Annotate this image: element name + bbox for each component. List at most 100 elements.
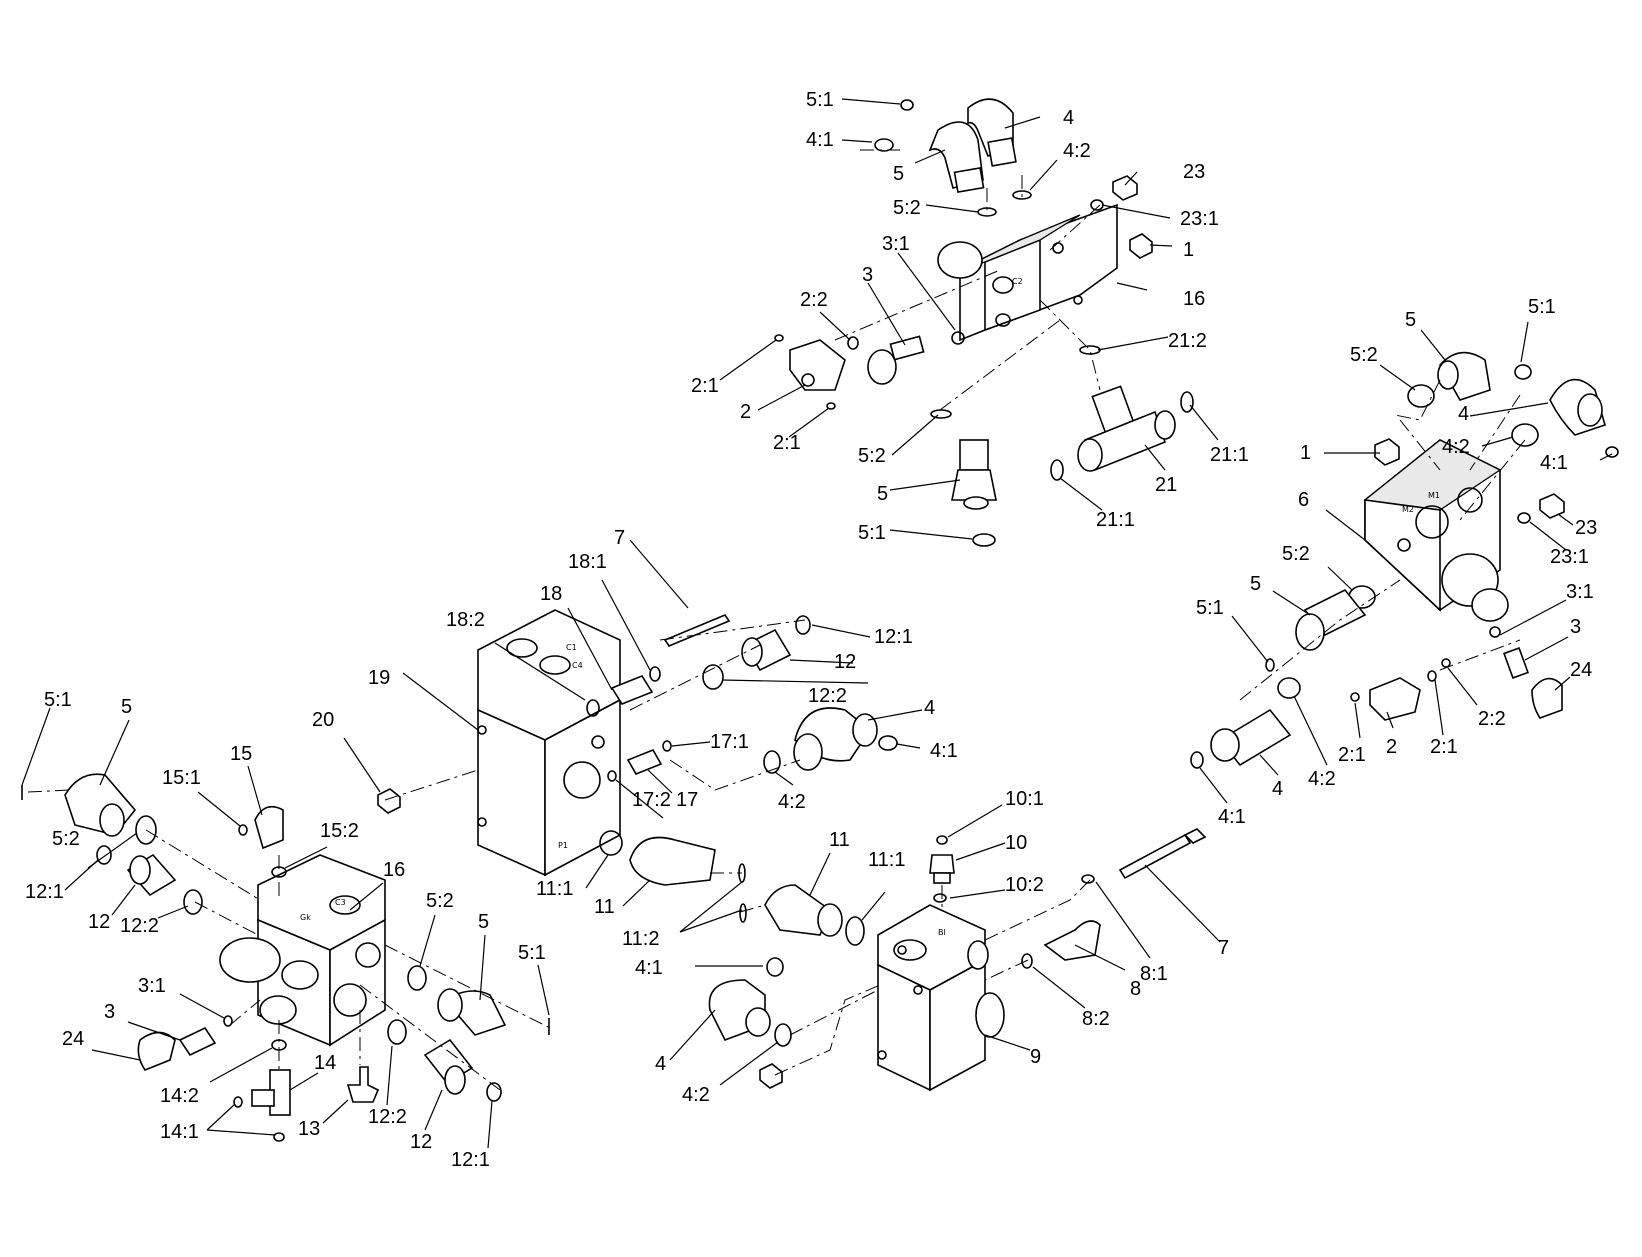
fitting-12-left [126, 853, 177, 897]
callout-label: 5:1 [858, 522, 886, 544]
callout-label: 21:1 [1096, 509, 1135, 531]
callout-label: 23 [1183, 161, 1205, 183]
callout-label: 2:1 [1338, 744, 1366, 766]
block-marking: C4 [572, 661, 583, 670]
elbow-fitting-4-bottom [708, 979, 771, 1042]
o-ring-2-2 [847, 336, 859, 350]
callout-label: 8:1 [1140, 963, 1168, 985]
callout-label: 1 [1300, 442, 1311, 464]
o-ring-12-1-l [96, 845, 112, 865]
callout-labels: 5:1 4:1 5 4 4:2 23 5:2 23:1 1 3:1 16 3 2… [25, 89, 1597, 1171]
o-ring-2-1-r-b [1427, 670, 1437, 682]
callout-label: 14:2 [160, 1085, 199, 1107]
o-ring-15-1 [238, 824, 248, 836]
callout-label: 5:1 [44, 689, 72, 711]
callout-label: 11 [829, 829, 850, 851]
callout-label: 4 [924, 697, 935, 719]
tee-fitting-2-right [1369, 677, 1421, 721]
elbow-fitting-4-top [967, 98, 1017, 167]
elbow-fitting-11-center [629, 836, 716, 886]
o-ring-17-2 [607, 770, 617, 782]
o-ring-5-2-lr [407, 965, 427, 991]
bolt-7-bottom [1118, 833, 1192, 880]
block-marking: Gk [300, 913, 311, 922]
fitting-5-lower-top [951, 439, 997, 510]
o-ring-5-1-r2 [1265, 658, 1275, 672]
o-ring-5-1-r [1514, 364, 1532, 380]
manifold-block-16-left: C3 Gk [219, 854, 386, 1047]
plug-1-top [1129, 233, 1153, 259]
tee-fitting-21 [1077, 385, 1176, 472]
callout-label: 8:2 [1082, 1008, 1110, 1030]
callout-label: 1 [1183, 239, 1194, 261]
callout-label: 5:2 [1282, 543, 1310, 565]
o-ring-4-1-r [1605, 446, 1619, 458]
plug-1-right [1374, 438, 1400, 466]
callout-label: 2 [740, 401, 751, 423]
elbow-fitting-11-bottom [764, 884, 843, 937]
o-ring-4-2-r [1511, 423, 1539, 447]
callout-label: 10:2 [1005, 874, 1044, 896]
callout-label: 5 [478, 911, 489, 933]
fitting-12-center [741, 628, 792, 672]
o-ring-21-1-right [1180, 391, 1194, 413]
callout-label: 15:1 [162, 767, 201, 789]
o-ring-4-2 [1012, 190, 1032, 200]
o-ring-4-2-r2 [1277, 677, 1301, 699]
callout-label: 8 [1130, 978, 1141, 1000]
callout-label: 3:1 [882, 233, 910, 255]
manifold-block-9: Bl [877, 904, 1005, 1092]
o-ring-12-2-l [183, 889, 203, 915]
assembly-bottom-center: Bl [708, 828, 1207, 1092]
callout-label: 12:1 [874, 626, 913, 648]
callout-label: 14 [314, 1052, 336, 1074]
fitting-5-right-lower [1295, 588, 1367, 651]
callout-label: 12 [410, 1131, 432, 1153]
callout-label: 5:1 [806, 89, 834, 111]
callout-label: 21:2 [1168, 330, 1207, 352]
callout-label: 3 [1570, 616, 1581, 638]
callout-label: 2:1 [691, 375, 719, 397]
callout-label: 3:1 [1566, 581, 1594, 603]
callout-label: 13 [298, 1118, 320, 1140]
callout-label: 4 [1063, 107, 1074, 129]
callout-label: 3 [104, 1001, 115, 1023]
callout-label: 24 [1570, 659, 1592, 681]
callout-label: 5:1 [1528, 296, 1556, 318]
callout-label: 5:2 [858, 445, 886, 467]
o-ring-11-2-b [739, 903, 747, 923]
o-ring-3-1-l [223, 1015, 233, 1027]
o-ring-4-1 [874, 138, 894, 152]
callout-label: 4:1 [1218, 806, 1246, 828]
fitting-18 [610, 675, 654, 705]
callout-label: 16 [383, 859, 405, 881]
callout-label: 21 [1155, 474, 1177, 496]
block-marking: M1 [1428, 491, 1440, 500]
callout-label: 5:1 [1196, 597, 1224, 619]
o-ring-21-1-left [1050, 459, 1064, 481]
callout-label: 7 [614, 527, 625, 549]
callout-label: 5:1 [518, 942, 546, 964]
elbow-fitting-5-left-right [437, 988, 507, 1036]
callout-label: 2:1 [1430, 736, 1458, 758]
callout-label: 5 [1405, 309, 1416, 331]
elbow-fitting-5-right [1437, 351, 1491, 401]
block-marking: C2 [1012, 277, 1023, 286]
callout-label: 5 [877, 483, 888, 505]
callout-label: 18:1 [568, 551, 607, 573]
callout-label: 23:1 [1180, 208, 1219, 230]
callout-label: 6 [1298, 489, 1309, 511]
callout-label: 7 [1218, 937, 1229, 959]
fitting-12-left-right [423, 1038, 474, 1095]
cap-24-left [137, 1031, 176, 1071]
callout-label: 17:1 [710, 731, 749, 753]
callout-label: 15 [230, 743, 252, 765]
o-ring-10-1 [936, 835, 948, 845]
o-ring-2-1-a [774, 334, 784, 342]
plug-3-left [178, 1026, 217, 1057]
o-ring-5-1-b [972, 533, 996, 547]
o-ring-11-1-b [845, 916, 865, 946]
plug-3-right [1503, 647, 1529, 679]
callout-label: 18:2 [446, 609, 485, 631]
block-marking: M2 [1402, 505, 1414, 514]
